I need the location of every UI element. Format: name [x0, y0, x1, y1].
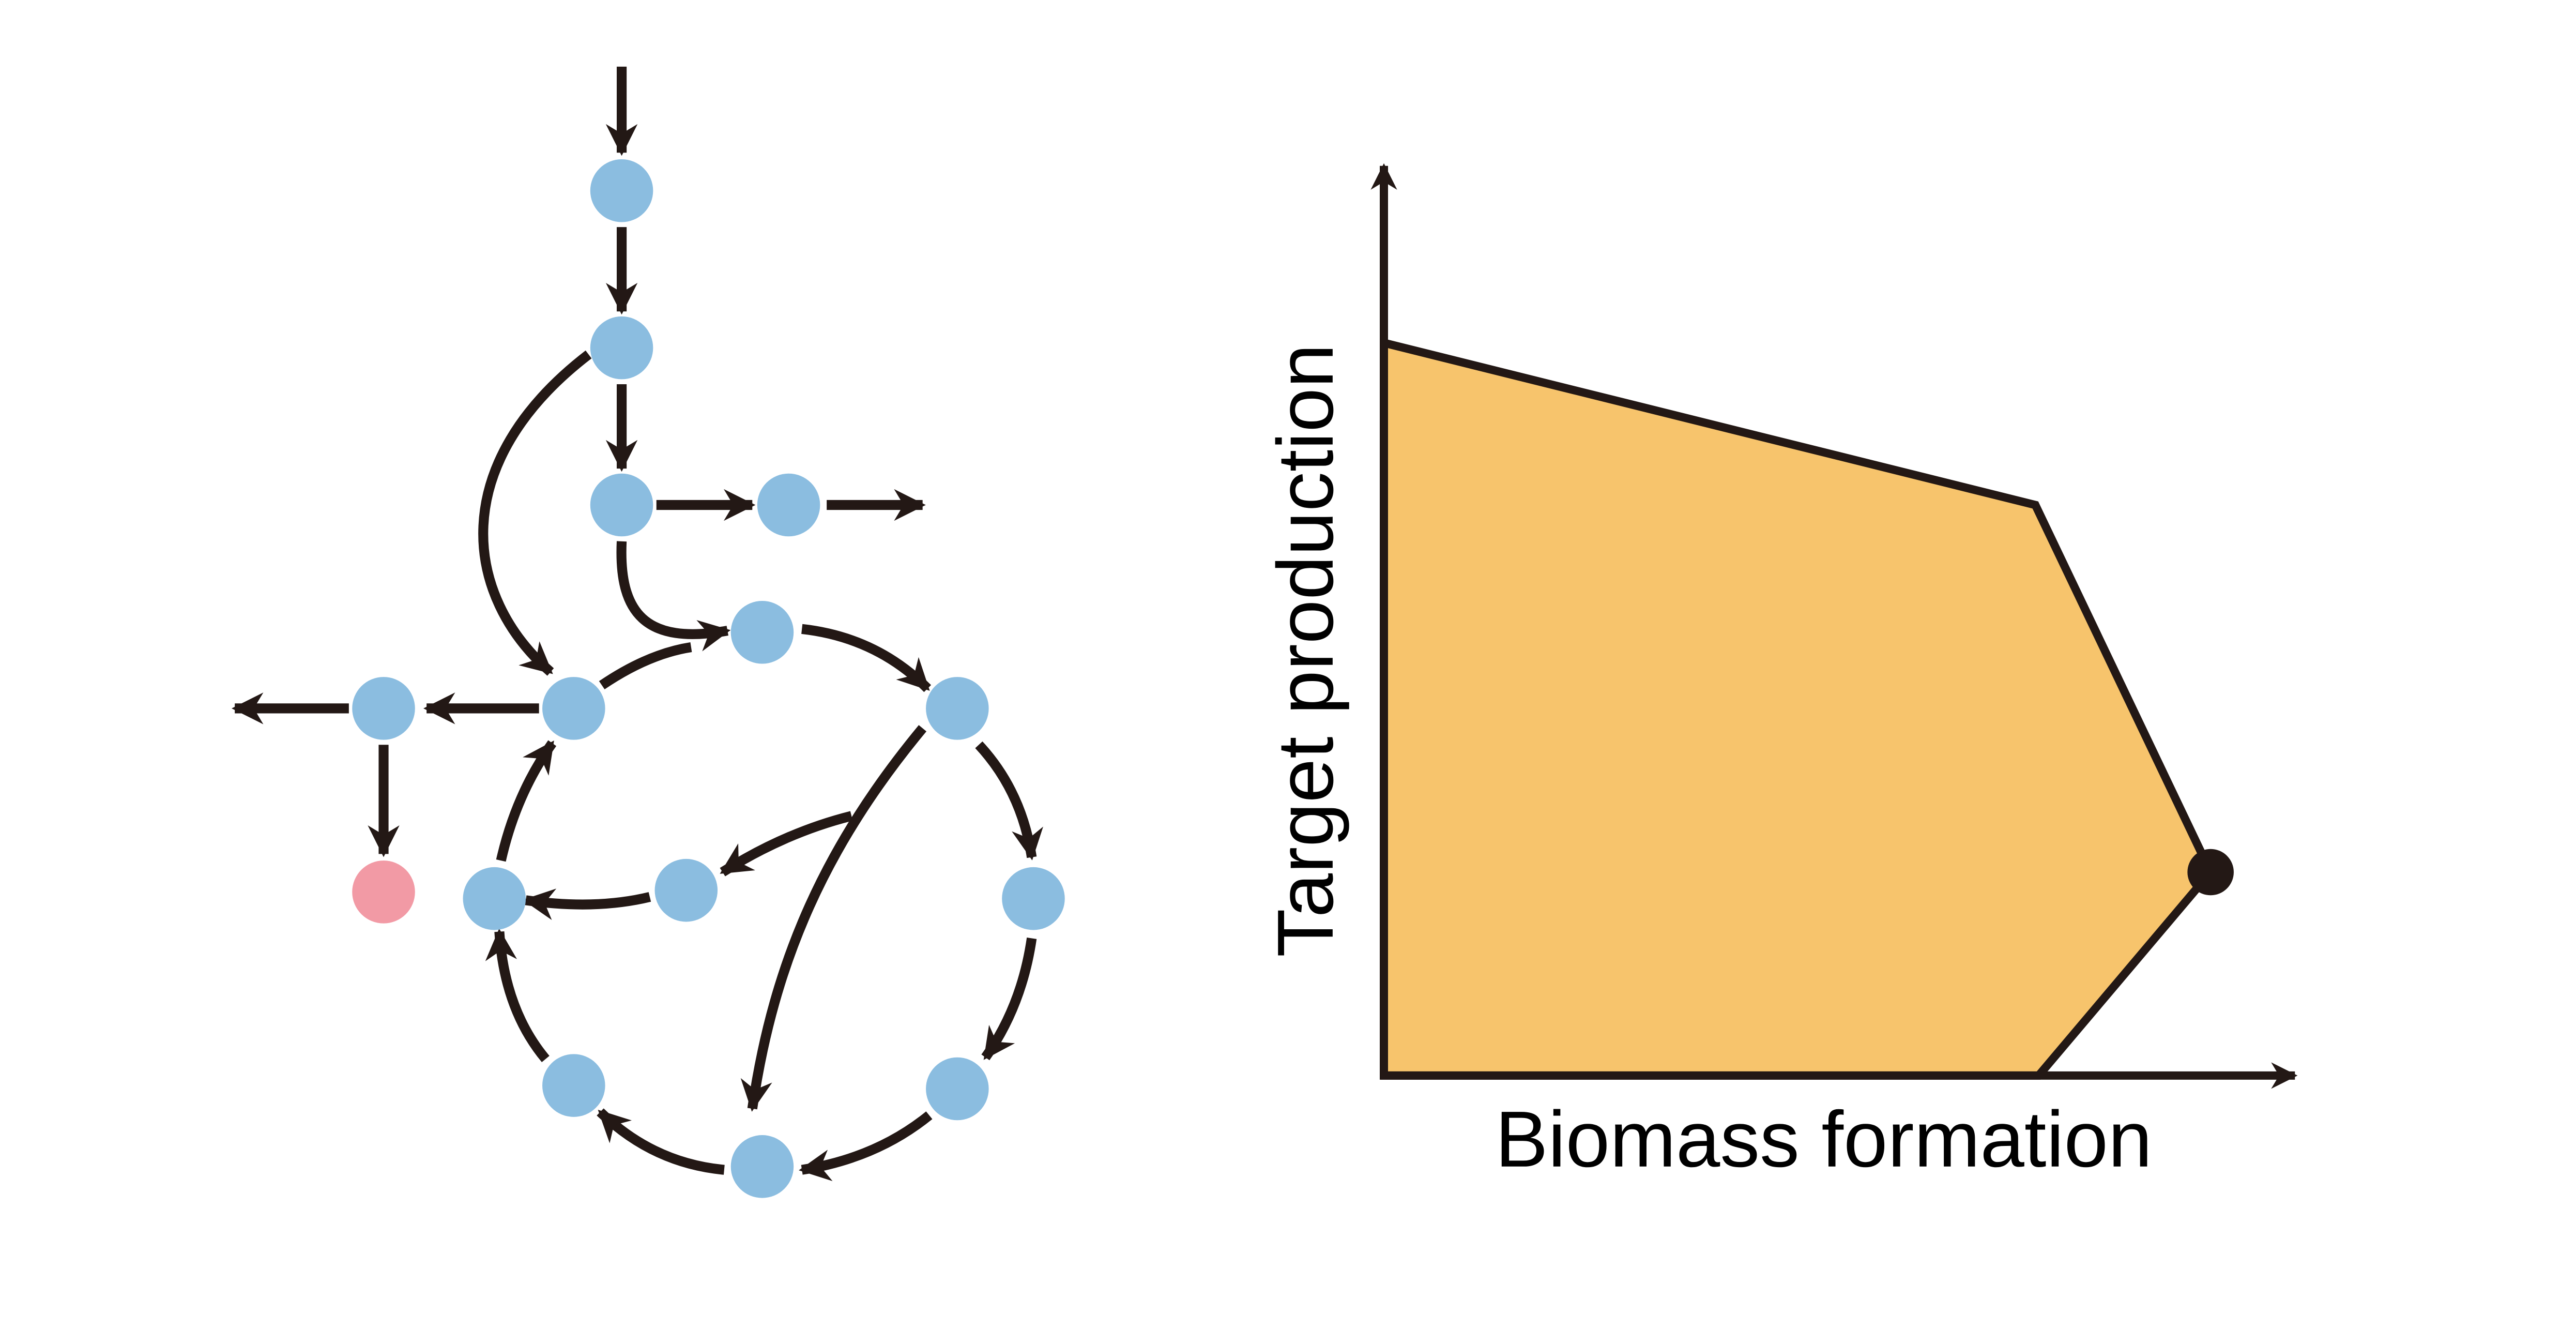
edge-n3-cycle — [616, 541, 731, 652]
edge-cycle-1 — [599, 642, 692, 690]
edge-n2-bypass — [478, 350, 592, 676]
metabolite-node — [542, 677, 605, 740]
metabolite-node — [730, 600, 794, 664]
optimal-point-marker — [2187, 849, 2234, 896]
metabolic-network-diagram — [232, 66, 1043, 1182]
metabolite-node — [542, 1054, 605, 1117]
edge-chord-branch — [720, 811, 853, 877]
edge-cycle-7 — [485, 928, 550, 1063]
target-metabolite-node — [352, 860, 415, 924]
feasible-region — [1380, 337, 2216, 1080]
metabolite-node — [590, 159, 653, 222]
edge-cycle-5 — [799, 1111, 933, 1182]
metabolite-node — [1002, 867, 1065, 930]
edge-cycle-2 — [801, 624, 932, 692]
network-nodes — [352, 159, 1065, 1198]
metabolite-node — [654, 858, 718, 922]
metabolite-node — [730, 1135, 794, 1198]
metabolite-node — [926, 677, 989, 740]
edge-cycle-3 — [975, 741, 1043, 860]
metabolite-node — [352, 677, 415, 740]
production-envelope-plot: Biomass formation Target production — [1261, 163, 2298, 1184]
edge-inner-left — [522, 888, 651, 920]
edge-chord-long — [740, 725, 927, 1112]
edge-cycle-8 — [496, 740, 557, 862]
metabolite-node — [757, 473, 820, 537]
metabolite-node — [463, 867, 526, 930]
y-axis-label: Target production — [1261, 344, 1350, 957]
metabolite-node — [590, 316, 653, 380]
metabolite-node — [926, 1057, 989, 1121]
metabolite-node — [590, 473, 653, 537]
edge-cycle-4 — [981, 938, 1037, 1061]
edge-cycle-6 — [597, 1108, 725, 1175]
x-axis-label: Biomass formation — [1495, 1095, 2152, 1184]
